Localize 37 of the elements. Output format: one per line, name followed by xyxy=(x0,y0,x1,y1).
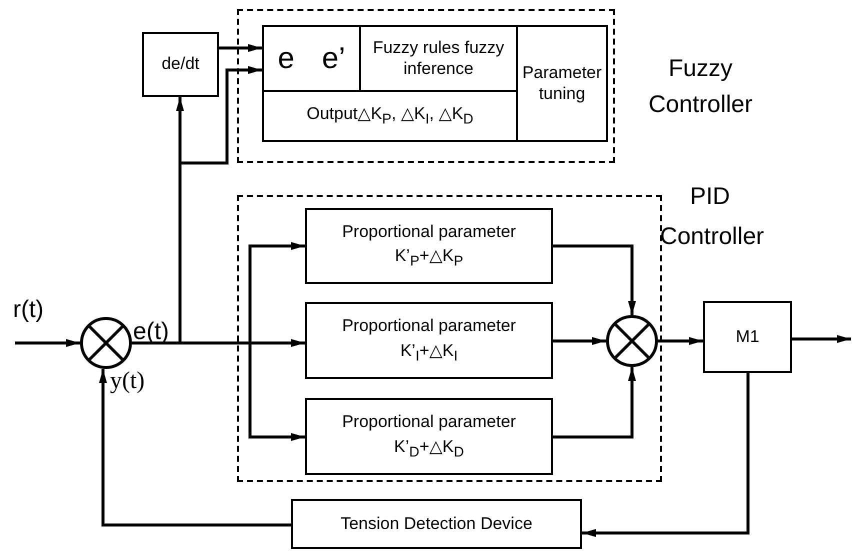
block-label: Proportional parameter xyxy=(342,222,516,242)
controller-heading: Fuzzy Controller xyxy=(647,54,754,120)
gain-formula: K’$_{I}$+△K$_{I}$ xyxy=(400,340,458,365)
block-label: de/dt xyxy=(162,54,200,75)
block-label: Parameter tuning xyxy=(521,63,603,104)
parameter-block xyxy=(305,208,553,284)
arrow xyxy=(792,335,851,343)
signal-label: r(t) xyxy=(13,296,44,324)
arrow xyxy=(553,337,606,345)
block-label: Fuzzy rules fuzzy inference xyxy=(372,38,506,79)
parameter-block xyxy=(305,398,553,475)
arrow xyxy=(658,337,703,345)
m1-block xyxy=(703,301,792,373)
arrow xyxy=(553,367,636,438)
block-label: Proportional parameter xyxy=(342,316,516,336)
output-cell xyxy=(262,90,518,142)
derivative-block xyxy=(142,32,219,97)
tuning-cell xyxy=(516,25,608,142)
block-label: Output△K$_{P}$, △K$_{I}$, △K$_{D}$ xyxy=(306,104,474,128)
arrow xyxy=(15,339,80,347)
arrow xyxy=(553,244,636,315)
block-label: M1 xyxy=(736,326,760,348)
gain-formula: K’$_{P}$+△K$_{P}$ xyxy=(394,246,464,270)
arrow xyxy=(582,373,750,537)
arrow xyxy=(99,369,291,526)
variable-label: e’ xyxy=(322,40,346,76)
variable-label: e xyxy=(278,40,294,76)
arrow xyxy=(219,44,262,52)
signal-label: e(t) xyxy=(133,318,169,346)
block-label: Tension Detection Device xyxy=(340,514,532,534)
parameter-block xyxy=(305,302,553,379)
block-label: Proportional parameter xyxy=(342,412,516,432)
tension-device-block xyxy=(291,499,582,549)
input-cell xyxy=(262,25,361,92)
arrow xyxy=(132,342,305,441)
signal-label: y(t) xyxy=(110,368,145,395)
gain-formula: K’$_{D}$+△K$_{D}$ xyxy=(394,436,464,461)
